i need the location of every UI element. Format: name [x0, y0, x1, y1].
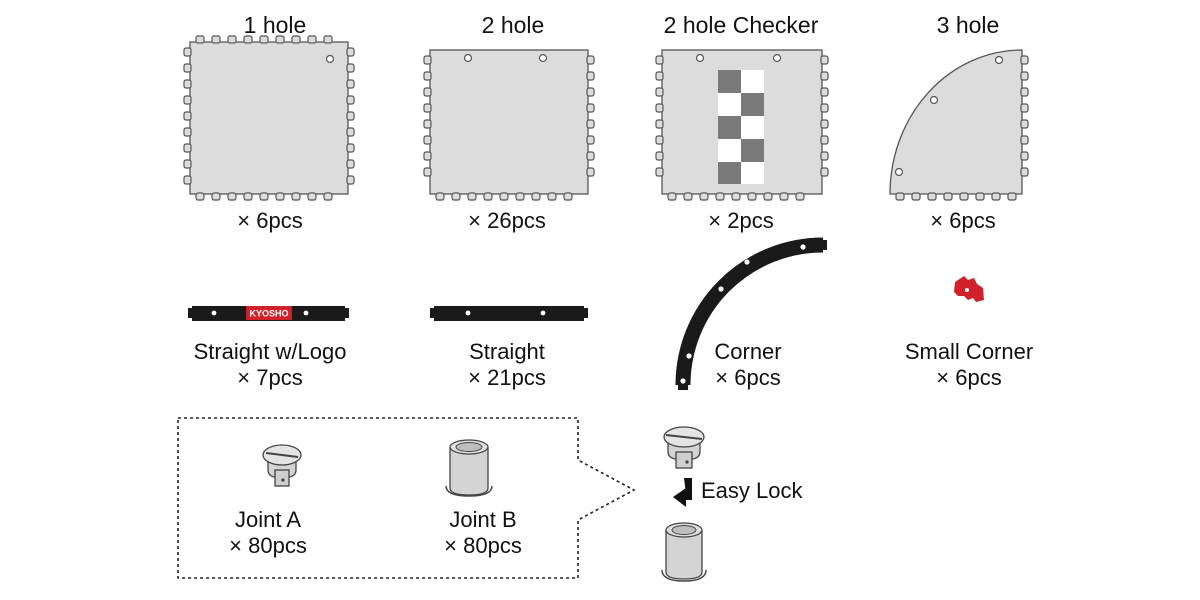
- corner-title: Corner: [714, 339, 782, 364]
- tile-3-hole: [889, 49, 1029, 201]
- tile-2-hole-checker-title: 2 hole Checker: [663, 12, 819, 38]
- straight-logo-title: Straight w/Logo: [193, 339, 347, 364]
- small-corner-qty: × 6pcs: [936, 365, 1002, 390]
- corner-qty: × 6pcs: [715, 365, 781, 390]
- corner-piece: [675, 237, 827, 390]
- hole: [538, 53, 548, 63]
- joint-b-qty: × 80pcs: [444, 533, 522, 558]
- joints-callout-box: [177, 417, 636, 579]
- straight-with-logo-piece: KYOSHO: [188, 306, 349, 321]
- easy-lock-joint-b-icon: [661, 522, 707, 582]
- tile-1-hole-title: 1 hole: [243, 12, 307, 38]
- easy-lock-joint-a-icon: [663, 426, 705, 469]
- tile-2-hole-checker-qty: × 2pcs: [708, 208, 774, 233]
- kyosho-logo: [246, 306, 292, 320]
- hole: [994, 55, 1004, 65]
- hole: [929, 95, 939, 105]
- tile-1-hole: [183, 35, 355, 201]
- tile-3-hole-title: 3 hole: [936, 12, 1000, 38]
- joint-b-title: Joint B: [449, 507, 517, 532]
- small-corner-piece: [954, 276, 984, 302]
- straight-qty: × 21pcs: [468, 365, 546, 390]
- joint-a-icon: [262, 444, 302, 487]
- tile-2-hole: [423, 49, 595, 201]
- arrow-down-icon: [673, 478, 692, 507]
- hole: [325, 54, 335, 64]
- easy-lock-label: Easy Lock: [701, 478, 803, 503]
- hole: [463, 53, 473, 63]
- tile-2-hole-checker: [655, 49, 829, 201]
- tile-3-hole-qty: × 6pcs: [930, 208, 996, 233]
- hole: [894, 167, 904, 177]
- straight-piece: [430, 306, 588, 321]
- tile-2-hole-title: 2 hole: [481, 12, 545, 38]
- small-corner-title: Small Corner: [904, 339, 1034, 364]
- svg-text:KYOSHO: KYOSHO: [249, 309, 288, 319]
- joint-a-title: Joint A: [234, 507, 302, 532]
- hole: [695, 53, 705, 63]
- joint-a-qty: × 80pcs: [229, 533, 307, 558]
- hole: [772, 53, 782, 63]
- checker-pattern: [718, 70, 764, 184]
- straight-title: Straight: [469, 339, 545, 364]
- tile-2-hole-qty: × 26pcs: [468, 208, 546, 233]
- joint-b-icon: [445, 439, 493, 497]
- straight-logo-qty: × 7pcs: [237, 365, 303, 390]
- tile-1-hole-qty: × 6pcs: [237, 208, 303, 233]
